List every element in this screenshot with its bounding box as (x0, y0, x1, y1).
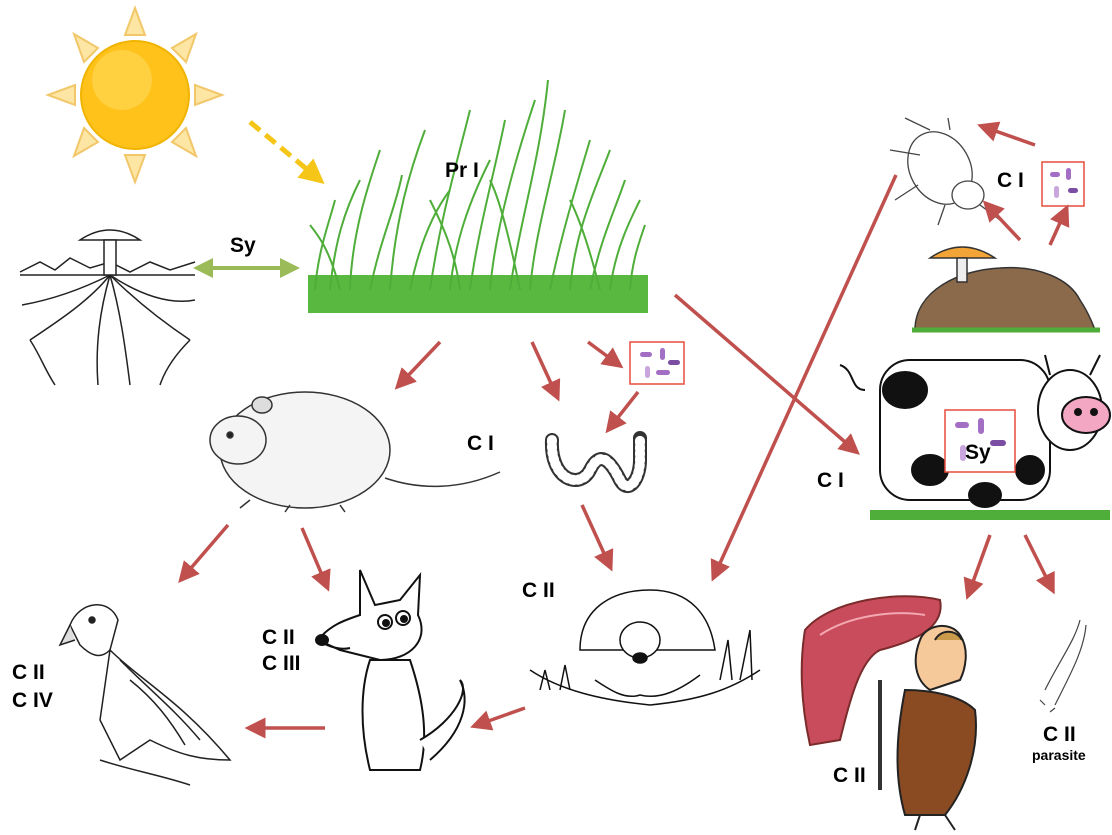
arrow-grass-to-bacteria (588, 342, 615, 362)
caveman-icon (898, 626, 976, 830)
bacteria-icon (630, 342, 684, 384)
label-vole-level: C I (467, 431, 494, 456)
arrow-dung-to-bacteria (1050, 214, 1064, 245)
grass-icon (308, 80, 648, 313)
sunlight-arrow (250, 122, 315, 176)
label-parasite-note: parasite (1032, 747, 1086, 763)
arrow-mole-to-fox (480, 708, 525, 724)
arrow-vole-to-fox (302, 528, 325, 582)
arrow-bacteria-to-worm (612, 392, 638, 425)
beetle-icon (890, 118, 1000, 225)
label-eagle-level-1: C II (12, 660, 45, 685)
beetle-bacteria-icon (1042, 162, 1084, 206)
parasite-worm-icon (1040, 620, 1086, 712)
label-parasite-level: C II (1043, 722, 1076, 747)
label-cow-level: C I (817, 468, 844, 493)
label-producer: Pr I (445, 158, 479, 183)
label-symbiosis-left: Sy (230, 233, 256, 258)
worm-icon (552, 438, 640, 486)
arrow-grass-to-vole (402, 342, 440, 382)
label-eagle-level-2: C IV (12, 688, 53, 713)
sun-icon (48, 8, 222, 182)
dung-icon (912, 247, 1100, 330)
arrow-worm-to-mole (582, 505, 608, 562)
label-mole-level: C II (522, 578, 555, 603)
arrow-cow-to-human (970, 535, 990, 590)
mushroom-roots-icon (20, 230, 195, 385)
label-beetle-level: C I (997, 168, 1024, 193)
arrow-grass-to-worm (532, 342, 555, 392)
arrow-dung-to-beetle (990, 208, 1020, 240)
arrow-vole-to-eagle (185, 525, 228, 575)
fox-icon (316, 570, 465, 770)
arrow-beetle-bacteria-to-beetle (987, 128, 1035, 145)
vole-icon (210, 392, 500, 512)
eagle-icon (60, 605, 230, 785)
label-fox-level-2: C III (262, 651, 301, 676)
label-human-level: C II (833, 763, 866, 788)
label-fox-level-1: C II (262, 625, 295, 650)
label-cow-symbiosis: Sy (965, 440, 991, 465)
mole-icon (530, 590, 760, 705)
arrow-beetle-to-mole (716, 175, 896, 572)
arrow-cow-to-parasite (1025, 535, 1050, 585)
arrow-grass-to-cow (675, 295, 852, 448)
